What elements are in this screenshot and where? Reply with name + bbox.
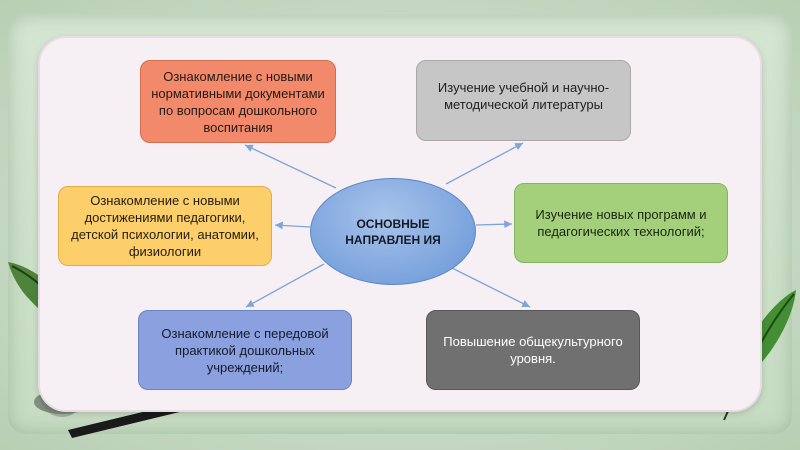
- arrow-to-b5: [245, 263, 325, 308]
- direction-new-programs: Изучение новых программ и педагогических…: [514, 183, 728, 263]
- arrow-to-b2: [445, 142, 524, 185]
- arrow-to-b4: [475, 220, 513, 229]
- center-node: ОСНОВНЫЕ НАПРАВЛЕН ИЯ: [310, 178, 476, 285]
- direction-general-culture: Повышение общекультурного уровня.: [426, 310, 640, 390]
- direction-pedagogy-achievements: Ознакомление с новыми достижениями педаг…: [58, 186, 272, 266]
- direction-literature-study: Изучение учебной и научно-методической л…: [416, 60, 631, 141]
- arrow-to-b6: [451, 267, 531, 308]
- direction-normative-documents: Ознакомление с новыми нормативными докум…: [140, 60, 336, 143]
- arrow-to-b1: [244, 144, 337, 189]
- arrow-to-b3: [274, 221, 311, 230]
- direction-advanced-practice: Ознакомление с передовой практикой дошко…: [138, 310, 352, 390]
